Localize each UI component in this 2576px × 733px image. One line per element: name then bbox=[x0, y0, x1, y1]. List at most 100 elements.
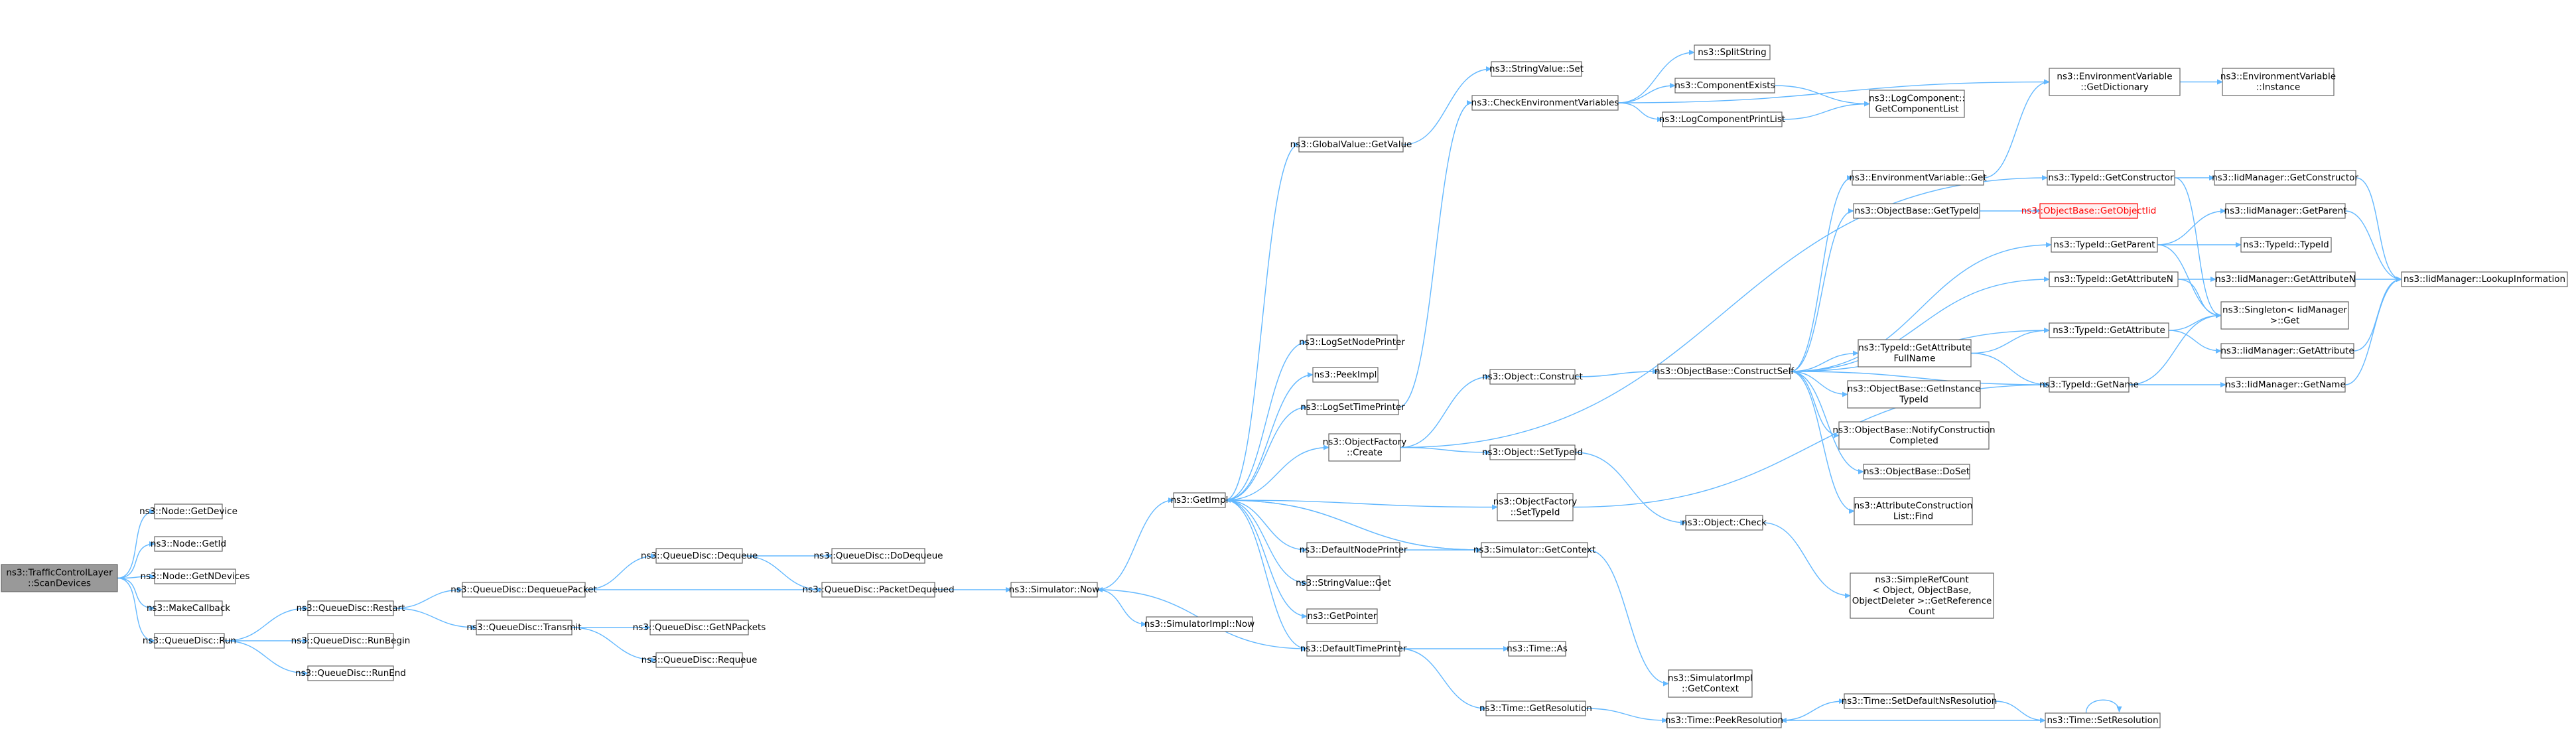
node-objsettypeid[interactable]: ns3::Object::SetTypeId bbox=[1482, 444, 1583, 460]
node-qdequeue[interactable]: ns3::QueueDisc::Dequeue bbox=[641, 548, 758, 564]
node-box bbox=[2215, 271, 2356, 287]
node-label-line: ns3::Node::GetNDevices bbox=[141, 571, 250, 582]
node-iidgetattributen[interactable]: ns3::IidManager::GetAttributeN bbox=[2215, 271, 2356, 287]
call-edge-checkenv-to-envgetdict bbox=[1617, 79, 2050, 103]
node-ofsettypeid[interactable]: ns3::ObjectFactory::SetTypeId bbox=[1493, 493, 1578, 521]
node-ofcreate[interactable]: ns3::ObjectFactory::Create bbox=[1323, 433, 1407, 462]
node-iidgetname[interactable]: ns3::IidManager::GetName bbox=[2225, 377, 2346, 393]
node-simplerefcount[interactable]: ns3::SimpleRefCount< Object, ObjectBase,… bbox=[1850, 572, 1994, 619]
node-box bbox=[154, 536, 223, 552]
node-gvgetvalue[interactable]: ns3::GlobalValue::GetValue bbox=[1290, 137, 1412, 153]
node-box bbox=[1489, 369, 1576, 385]
node-checkenv[interactable]: ns3::CheckEnvironmentVariables bbox=[1471, 95, 1619, 111]
node-getndevices[interactable]: ns3::Node::GetNDevices bbox=[141, 568, 250, 584]
node-qgetnpackets[interactable]: ns3::QueueDisc::GetNPackets bbox=[633, 620, 766, 635]
node-objconstruct[interactable]: ns3::Object::Construct bbox=[1482, 369, 1583, 385]
node-logcompgetlist[interactable]: ns3::LogComponent::GetComponentList bbox=[1869, 90, 1965, 118]
node-root[interactable]: ns3::TrafficControlLayer::ScanDevices bbox=[1, 564, 118, 592]
node-tidtypeid[interactable]: ns3::TypeId::TypeId bbox=[2240, 237, 2332, 253]
node-simimplnow[interactable]: ns3::SimulatorImpl::Now bbox=[1144, 616, 1254, 632]
node-label-line: ns3::EnvironmentVariable bbox=[2220, 72, 2336, 82]
node-label-line: TypeId bbox=[1899, 395, 1929, 405]
node-label-line: Completed bbox=[1889, 436, 1938, 446]
node-box bbox=[2049, 68, 2181, 96]
node-timesetres[interactable]: ns3::Time::SetResolution bbox=[2045, 712, 2161, 728]
call-edge-tidgetattrfullname-to-tidgetattribute bbox=[1970, 328, 2050, 354]
node-qrun[interactable]: ns3::QueueDisc::Run bbox=[143, 633, 236, 649]
node-objbaseconstructself[interactable]: ns3::ObjectBase::ConstructSelf bbox=[1655, 364, 1795, 379]
node-svget[interactable]: ns3::StringValue::Get bbox=[1296, 575, 1391, 591]
node-tidgetattributen[interactable]: ns3::TypeId::GetAttributeN bbox=[2049, 271, 2179, 287]
node-simimplgetcontext[interactable]: ns3::SimulatorImpl::GetContext bbox=[1668, 669, 1753, 698]
node-objbasedoset[interactable]: ns3::ObjectBase::DoSet bbox=[1863, 464, 1970, 480]
node-tidgetattribute[interactable]: ns3::TypeId::GetAttribute bbox=[2049, 322, 2169, 338]
node-tidgetparent[interactable]: ns3::TypeId::GetParent bbox=[2051, 237, 2158, 253]
node-svset[interactable]: ns3::StringValue::Set bbox=[1489, 61, 1584, 77]
call-edge-root-to-makecallback bbox=[117, 577, 155, 611]
node-label-line: ns3::TypeId::GetAttributeN bbox=[2054, 274, 2173, 285]
node-getpointer[interactable]: ns3::GetPointer bbox=[1306, 608, 1378, 624]
call-edge-root-to-qrun bbox=[117, 577, 155, 643]
node-iidgetparent[interactable]: ns3::IidManager::GetParent bbox=[2224, 203, 2347, 219]
node-logsetnodeprinter[interactable]: ns3::LogSetNodePrinter bbox=[1299, 334, 1405, 350]
node-objcheck[interactable]: ns3::Object::Check bbox=[1682, 515, 1767, 531]
node-box bbox=[655, 652, 743, 668]
node-envget[interactable]: ns3::EnvironmentVariable::Get bbox=[1849, 170, 1987, 186]
node-timeas[interactable]: ns3::Time::As bbox=[1507, 641, 1568, 657]
node-iidgetconstructor[interactable]: ns3::IidManager::GetConstructor bbox=[2212, 170, 2358, 186]
node-envinstance[interactable]: ns3::EnvironmentVariable::Instance bbox=[2220, 68, 2336, 96]
node-label-line: ns3::GetPointer bbox=[1308, 611, 1377, 622]
node-getimpl[interactable]: ns3::GetImpl bbox=[1171, 492, 1229, 508]
node-objbasegettypeid[interactable]: ns3::ObjectBase::GetTypeId bbox=[1853, 203, 1980, 219]
node-qrunbegin[interactable]: ns3::QueueDisc::RunBegin bbox=[291, 633, 411, 649]
node-defaulttimeprinter[interactable]: ns3::DefaultTimePrinter bbox=[1300, 641, 1407, 657]
node-logcompprintlist[interactable]: ns3::LogComponentPrintList bbox=[1659, 111, 1785, 127]
node-simgetcontext[interactable]: ns3::Simulator::GetContext bbox=[1473, 542, 1595, 558]
node-qdequeuepacket[interactable]: ns3::QueueDisc::DequeuePacket bbox=[450, 582, 597, 598]
call-edge-getimpl-to-defaultnodeprinter bbox=[1225, 500, 1308, 553]
node-qrequeue[interactable]: ns3::QueueDisc::Requeue bbox=[642, 652, 758, 668]
node-qrunend[interactable]: ns3::QueueDisc::RunEnd bbox=[295, 665, 406, 681]
call-edge-iidgetconstructor-to-iidlookupinfo bbox=[2355, 177, 2402, 282]
node-iidlookupinfo[interactable]: ns3::IidManager::LookupInformation bbox=[2401, 271, 2568, 287]
node-defaultnodeprinter[interactable]: ns3::DefaultNodePrinter bbox=[1300, 542, 1408, 558]
node-label-line: ns3::PeekImpl bbox=[1314, 369, 1377, 380]
node-qtransmit[interactable]: ns3::QueueDisc::Transmit bbox=[466, 620, 582, 635]
node-box bbox=[831, 548, 925, 564]
node-label-line: ns3::StringValue::Get bbox=[1296, 578, 1391, 588]
node-componentexists[interactable]: ns3::ComponentExists bbox=[1674, 78, 1775, 94]
call-edge-gvgetvalue-to-svset bbox=[1402, 66, 1492, 145]
node-timesetdefaultns[interactable]: ns3::Time::SetDefaultNsResolution bbox=[1842, 693, 1998, 709]
call-edge-checkenv-to-componentexists bbox=[1617, 83, 1676, 103]
node-label-line: ns3::ObjectBase::GetObjectIid bbox=[2021, 206, 2157, 216]
node-timegetres[interactable]: ns3::Time::GetResolution bbox=[1479, 700, 1592, 716]
node-envgetdict[interactable]: ns3::EnvironmentVariable::GetDictionary bbox=[2049, 68, 2181, 96]
node-iidgetattribute[interactable]: ns3::IidManager::GetAttribute bbox=[2220, 343, 2354, 359]
node-qpacketdequeued[interactable]: ns3::QueueDisc::PacketDequeued bbox=[802, 582, 955, 598]
node-label-line: ::Instance bbox=[2256, 82, 2301, 93]
node-singletonget[interactable]: ns3::Singleton< IidManager >::Get bbox=[2220, 301, 2349, 330]
node-getid[interactable]: ns3::Node::GetId bbox=[151, 536, 226, 552]
node-qdodequeue[interactable]: ns3::QueueDisc::DoDequeue bbox=[814, 548, 943, 564]
node-peekimpl[interactable]: ns3::PeekImpl bbox=[1312, 367, 1379, 383]
node-qrestart[interactable]: ns3::QueueDisc::Restart bbox=[297, 600, 405, 616]
call-edge-tidgetattributen-to-singletonget bbox=[2177, 279, 2222, 318]
node-tidgetname[interactable]: ns3::TypeId::GetName bbox=[2039, 377, 2139, 393]
node-splitstring[interactable]: ns3::SplitString bbox=[1694, 44, 1771, 60]
node-makecallback[interactable]: ns3::MakeCallback bbox=[147, 600, 230, 616]
node-timepeekres[interactable]: ns3::Time::PeekResolution bbox=[1665, 712, 1783, 728]
node-logsettimeprinter[interactable]: ns3::LogSetTimePrinter bbox=[1300, 399, 1405, 415]
node-tidgetconstructor[interactable]: ns3::TypeId::GetConstructor bbox=[2047, 170, 2175, 186]
node-getdevice[interactable]: ns3::Node::GetDevice bbox=[139, 503, 237, 519]
node-objbasenotify[interactable]: ns3::ObjectBase::NotifyConstructionCompl… bbox=[1832, 421, 1996, 450]
node-label-line: ns3::QueueDisc::Run bbox=[143, 635, 236, 646]
call-edge-ofcreate-to-objsettypeid bbox=[1400, 446, 1491, 455]
node-label-line: ns3::Object::SetTypeId bbox=[1482, 447, 1583, 458]
call-edge-logsettimeprinter-to-checkenv bbox=[1398, 100, 1473, 408]
call-edge-ofcreate-to-objconstruct bbox=[1400, 374, 1491, 448]
node-objbasegetobjectiid[interactable]: ns3::ObjectBase::GetObjectIid bbox=[2021, 203, 2157, 219]
node-simnow[interactable]: ns3::Simulator::Now bbox=[1009, 582, 1100, 598]
